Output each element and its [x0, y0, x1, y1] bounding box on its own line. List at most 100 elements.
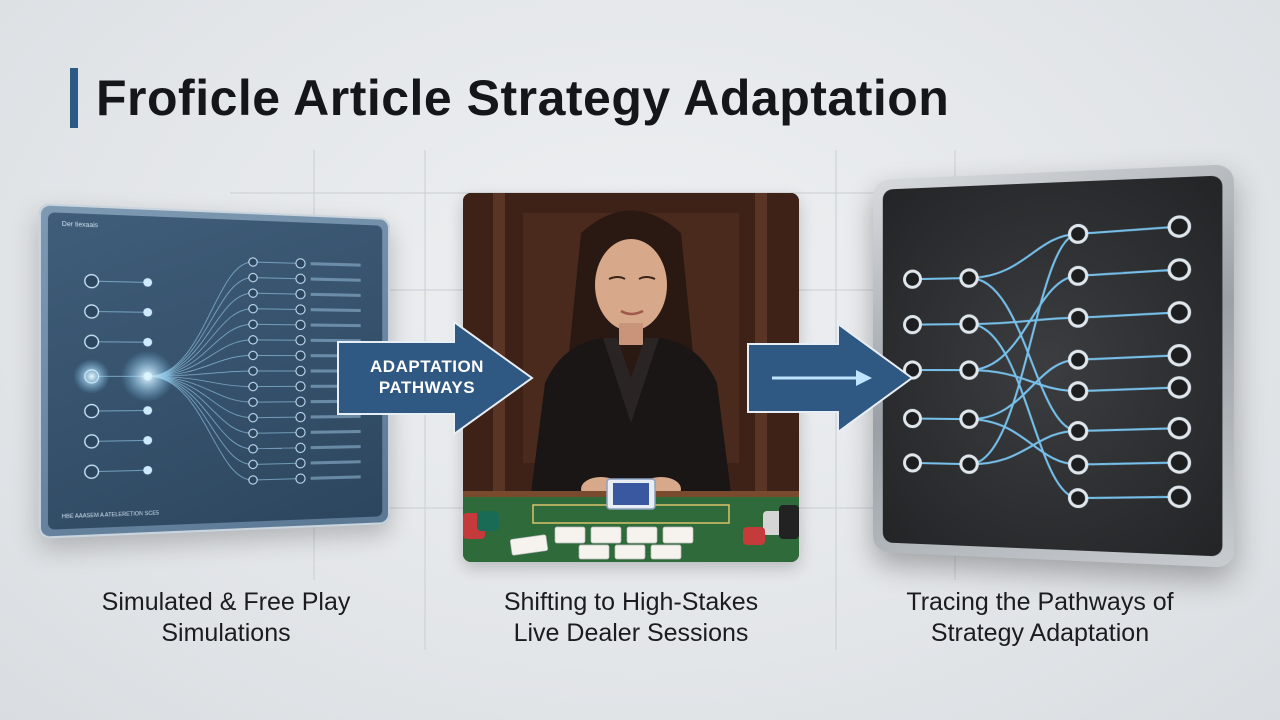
- pathway-node: [1070, 267, 1087, 284]
- pathway-line: [1078, 269, 1179, 275]
- connector-line: [253, 417, 300, 418]
- pathway-node: [905, 362, 921, 378]
- adaptation-arrow-right: [747, 322, 914, 434]
- network-node: [296, 459, 305, 468]
- text-line: [310, 277, 361, 282]
- pathway-node: [905, 316, 921, 332]
- network-node: [296, 259, 305, 268]
- pathway-node: [1169, 346, 1189, 365]
- pathway-line: [1078, 387, 1179, 392]
- network-node: [249, 273, 257, 282]
- network-node: [143, 465, 153, 475]
- connector-line: [253, 293, 300, 294]
- simulation-screen: Der tiexaais HBE AAASEM A ATELERETION SC…: [47, 212, 383, 530]
- pathway-line: [1078, 227, 1179, 234]
- pathway-line: [1078, 460, 1179, 466]
- live-dealer-photo: [463, 193, 799, 562]
- caption-2-line2: Live Dealer Sessions: [513, 619, 749, 648]
- simulation-panel: Der tiexaais HBE AAASEM A ATELERETION SC…: [38, 203, 391, 539]
- pathway-node: [961, 316, 977, 333]
- network-node: [296, 305, 305, 314]
- pathway-node: [1169, 303, 1189, 323]
- network-node: [296, 366, 305, 375]
- network-node: [296, 428, 305, 437]
- pathway-node: [1070, 383, 1087, 400]
- connector-line: [253, 479, 300, 480]
- network-node: [85, 405, 99, 418]
- title-accent-bar: [70, 68, 78, 128]
- pathway-line: [969, 370, 1078, 391]
- page-title: Froficle Article Strategy Adaptation: [96, 70, 950, 126]
- connector-line: [92, 281, 148, 282]
- pathway-line: [969, 276, 1078, 431]
- pathway-node: [1070, 423, 1087, 440]
- pathway-line: [969, 318, 1078, 324]
- pathway-node: [961, 362, 977, 378]
- pathway-node: [961, 456, 977, 473]
- connector-line: [253, 324, 300, 325]
- pathway-node: [905, 271, 921, 287]
- network-node: [143, 278, 153, 287]
- network-node: [249, 398, 257, 406]
- text-line: [310, 445, 361, 450]
- caption-pathways: Tracing the Pathways of Strategy Adaptat…: [890, 587, 1190, 650]
- pathway-node: [1169, 453, 1189, 473]
- network-node: [249, 445, 257, 453]
- network-node: [143, 436, 153, 445]
- pathway-node: [1169, 378, 1189, 397]
- network-node: [296, 412, 305, 421]
- network-diagram-left: [73, 212, 361, 529]
- network-node: [249, 336, 257, 344]
- pathway-node: [1070, 225, 1087, 242]
- caption-3-line2: Strategy Adaptation: [930, 619, 1150, 648]
- pathway-panel: [873, 164, 1234, 568]
- pathway-node: [961, 411, 977, 428]
- network-node: [296, 443, 305, 452]
- connector-line: [253, 448, 300, 449]
- pathway-screen: [882, 175, 1223, 557]
- network-node: [296, 382, 305, 391]
- network-node: [249, 258, 257, 267]
- network-node: [296, 474, 305, 483]
- pathway-line: [1078, 312, 1179, 317]
- connector-line: [92, 470, 148, 471]
- connector-line: [92, 410, 148, 411]
- network-node: [143, 406, 153, 415]
- text-line: [310, 262, 361, 267]
- pathway-node: [961, 270, 977, 287]
- caption-simulations: Simulated & Free Play Simulations: [76, 587, 376, 650]
- connector-line: [253, 463, 300, 464]
- caption-live-dealer: Shifting to High-Stakes Live Dealer Sess…: [481, 587, 781, 650]
- network-node: [296, 274, 305, 283]
- pathway-line: [969, 234, 1078, 278]
- network-node: [85, 465, 99, 478]
- network-node: [249, 304, 257, 312]
- live-dealer-illustration: [463, 193, 799, 562]
- network-node: [249, 367, 257, 375]
- pathway-line: [1078, 355, 1179, 359]
- connector-line: [253, 432, 300, 433]
- network-node: [249, 382, 257, 390]
- adaptation-label-line2: PATHWAYS: [378, 378, 476, 398]
- text-line: [310, 292, 361, 297]
- network-node: [85, 435, 99, 448]
- pathway-line: [1078, 427, 1179, 433]
- pathway-node: [1169, 418, 1189, 438]
- network-diagram-right: [883, 175, 1223, 556]
- pathway-node: [1169, 487, 1189, 507]
- caption-2-line1: Shifting to High-Stakes: [503, 588, 759, 616]
- pathway-line: [969, 323, 1078, 498]
- pathway-node: [905, 455, 921, 472]
- text-line: [310, 460, 361, 465]
- connector-line: [253, 309, 300, 310]
- network-node: [85, 305, 99, 318]
- pathway-node: [1070, 489, 1087, 506]
- pathway-node: [1169, 260, 1189, 280]
- pathway-node: [1169, 217, 1189, 237]
- connector-line: [253, 278, 300, 279]
- network-node: [296, 336, 305, 345]
- caption-1-line2: Simulations: [161, 619, 291, 648]
- text-line: [310, 475, 361, 480]
- network-node: [143, 337, 153, 347]
- network-node: [249, 414, 257, 422]
